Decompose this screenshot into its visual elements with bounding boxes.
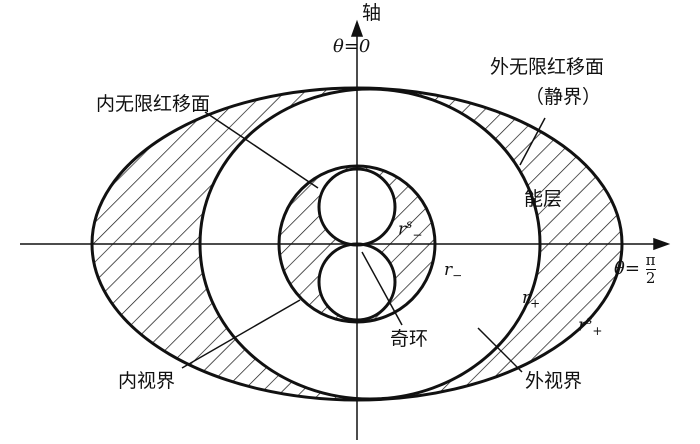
- leader-inner-horizon: [181, 299, 301, 369]
- theta-half-pi-text: θ=: [614, 258, 640, 279]
- theta-zero-text: θ=0: [333, 36, 371, 57]
- outer-redshift-label: 外无限红移面: [490, 56, 605, 78]
- inner-horizon-label: 内视界: [118, 370, 176, 392]
- r-plus-s-label: rs+: [578, 314, 602, 337]
- r-minus-r: r: [444, 260, 453, 280]
- outer-horizon-label: 外视界: [525, 370, 583, 392]
- leader-static-limit: [519, 117, 546, 166]
- theta-zero-label: θ=0: [333, 38, 370, 56]
- r-minus-sub: −: [452, 268, 463, 283]
- axis-label: 轴: [362, 2, 382, 24]
- inner-redshift-label: 内无限红移面: [96, 93, 211, 115]
- r-plus-r: r: [522, 288, 531, 308]
- ergosphere-label: 能层: [524, 188, 563, 210]
- horizontal-arrow-icon: [653, 237, 671, 251]
- leader-singular-ring: [361, 251, 403, 326]
- two-denominator: 2: [645, 268, 656, 287]
- leader-inner-redshift: [204, 111, 319, 189]
- r-minus-label: r−: [444, 260, 463, 283]
- r-minus-s-sup: s: [406, 217, 413, 231]
- leader-outer-horizon: [477, 327, 523, 373]
- r-minus-s-label: rs−: [398, 218, 422, 241]
- r-minus-s-sub: −: [412, 228, 423, 243]
- r-plus-s-sup: s: [586, 313, 593, 327]
- r-plus-s-r: r: [578, 315, 587, 336]
- static-limit-label: （静界）: [525, 86, 602, 108]
- pi-numerator: π: [645, 251, 656, 270]
- r-plus-sub: +: [530, 296, 541, 311]
- axis-arrow-icon: [350, 19, 364, 37]
- r-minus-s-r: r: [398, 219, 407, 240]
- r-plus-label: r+: [522, 288, 541, 311]
- singular-ring-label: 奇环: [390, 328, 429, 350]
- r-plus-s-sub: +: [592, 324, 603, 339]
